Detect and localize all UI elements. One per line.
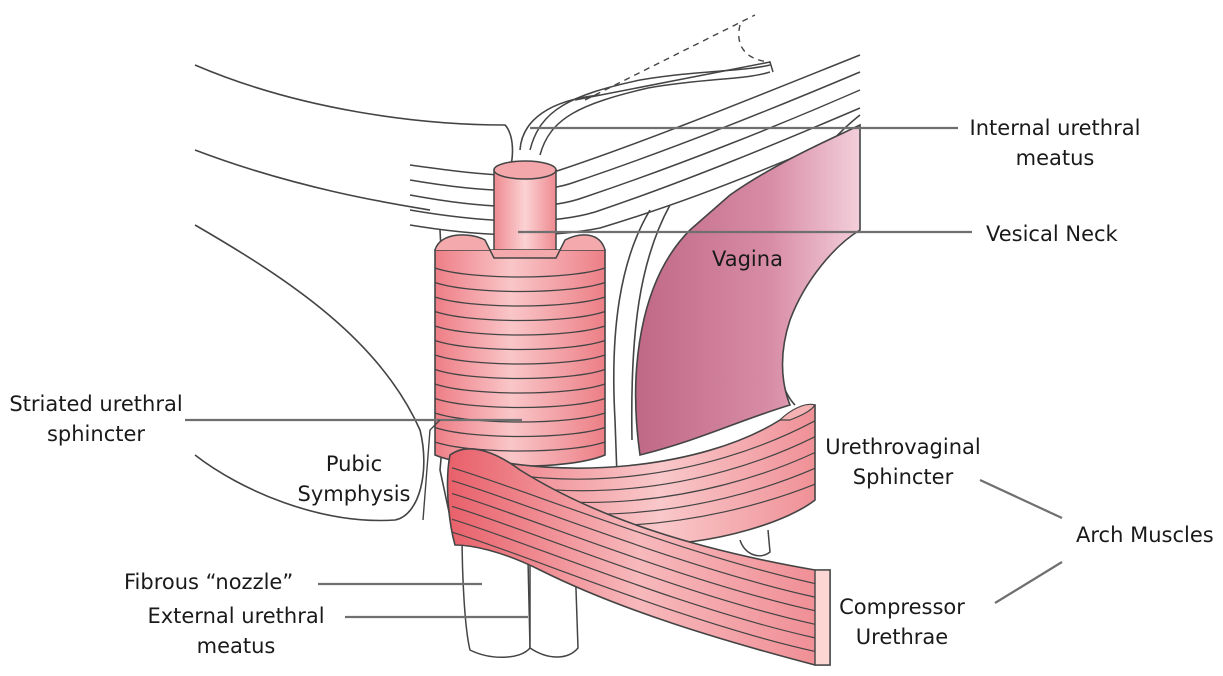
dashed-bladder-outline — [584, 14, 771, 101]
muscle-striation — [434, 325, 606, 336]
fibrous-nozzle-tubes — [461, 529, 771, 658]
label-striated-line1: Striated urethral — [9, 392, 183, 416]
label-external-urethral-meatus: External urethral meatus — [138, 601, 334, 661]
label-striated-urethral-sphincter: Striated urethral sphincter — [0, 389, 192, 449]
label-pubic-line1: Pubic — [325, 452, 383, 476]
label-compressor-line2: Urethrae — [855, 625, 949, 649]
label-internal-line1: Internal urethral — [969, 116, 1141, 140]
striated-sphincter-cylinder — [434, 234, 606, 468]
muscle-striation — [451, 492, 816, 612]
muscle-striation — [434, 397, 606, 409]
muscle-striation — [434, 339, 606, 351]
pubic-symphysis-pointer — [422, 419, 441, 521]
compressor-urethrae-band — [446, 447, 831, 666]
label-urethrovaginal-sphincter: Urethrovaginal Sphincter — [818, 432, 988, 492]
muscle-striation — [434, 412, 606, 423]
vagina-shape — [634, 123, 861, 456]
muscle-striation — [434, 281, 606, 293]
muscle-striation — [451, 467, 816, 585]
label-vagina: Vagina — [712, 247, 783, 271]
muscle-striation — [451, 531, 816, 653]
muscle-striation — [434, 310, 606, 322]
label-internal-urethral-meatus: Internal urethral meatus — [960, 113, 1150, 173]
label-internal-line2: meatus — [1015, 146, 1095, 170]
muscle-striation — [434, 296, 606, 307]
muscle-striation — [434, 426, 606, 438]
muscle-striation — [434, 383, 606, 394]
muscle-striation — [451, 505, 816, 625]
urethral-tube — [493, 160, 557, 266]
muscle-striation — [434, 441, 606, 452]
leader-lines — [185, 126, 1063, 619]
muscle-striation — [434, 368, 606, 380]
label-external-line1: External urethral — [147, 604, 325, 628]
label-pubic-line2: Symphysis — [297, 482, 411, 506]
label-arch-muscles: Arch Muscles — [1076, 523, 1214, 547]
label-vesical-neck: Vesical Neck — [986, 222, 1118, 246]
label-urethrovaginal-line2: Sphincter — [852, 465, 954, 489]
label-fibrous-nozzle: Fibrous “nozzle” — [124, 570, 294, 594]
label-compressor-urethrae: Compressor Urethrae — [836, 592, 968, 652]
muscle-striation — [451, 480, 816, 598]
label-external-line2: meatus — [196, 634, 276, 658]
label-pubic-symphysis: Pubic Symphysis — [294, 449, 414, 509]
muscle-striation — [434, 354, 606, 365]
label-striated-line2: sphincter — [46, 422, 146, 446]
muscle-striation — [451, 518, 816, 639]
muscle-striation — [434, 267, 606, 278]
label-urethrovaginal-line1: Urethrovaginal — [825, 435, 981, 459]
label-compressor-line1: Compressor — [839, 595, 965, 619]
